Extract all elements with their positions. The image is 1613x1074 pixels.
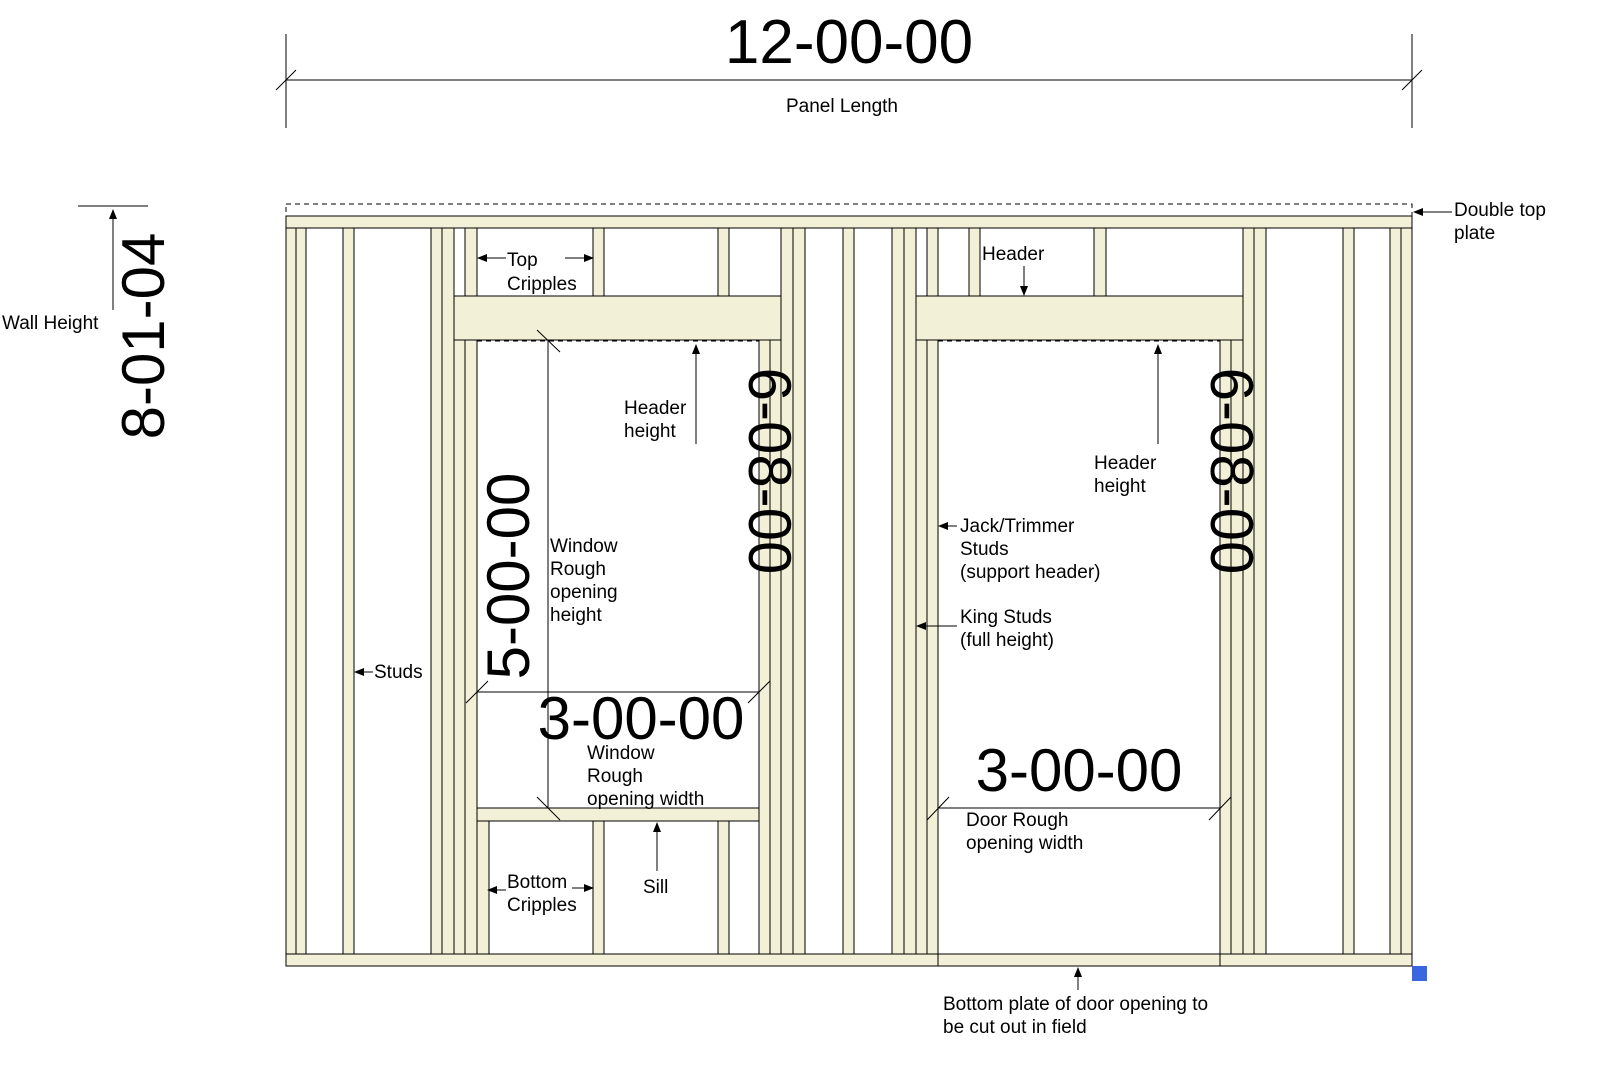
bottom-cripple [717,820,730,955]
king-stud [1242,227,1255,955]
door-header [915,295,1244,341]
bottom-cripples-label-1: Bottom [507,872,567,893]
window-rough-width-label-1: Window [587,743,655,764]
door-rough-width-label-1: Door Rough [966,810,1068,831]
jack-stud [915,339,928,955]
wall-frame [285,203,1413,967]
openings [453,295,1244,966]
king-studs-label-2: (full height) [960,630,1054,651]
bottom-plate-cut-label-2: be cut out in field [943,1017,1087,1038]
jack-studs-label-2: Studs [960,539,1009,560]
bottom-cripple [476,820,490,955]
king-stud [792,227,806,955]
double-top-plate [285,203,1413,217]
door-rough-width-value: 3-00-00 [976,737,1183,804]
window-rough-height-label-1: Window [550,536,618,557]
jack-studs-label-3: (support header) [960,562,1100,583]
window-rough-height-label-4: height [550,605,602,626]
door-header-height-value: 6-08-00 [1198,368,1265,575]
top-cripples-label-1: Top [507,250,538,271]
top-cripples-label-2: Cripples [507,274,577,295]
window-rough-height-label-3: opening [550,582,618,603]
bottom-cripples-label-2: Cripples [507,895,577,916]
end-stud [295,227,307,955]
header-label: Header [982,244,1045,265]
window-header-height-label-1: Header [624,398,687,419]
door-rough-width-label-2: opening width [966,833,1083,854]
common-stud [342,227,355,955]
selection-grip[interactable] [1412,966,1427,981]
king-stud [430,227,443,955]
king-stud [903,227,917,955]
wall-height-dimension: 8-01-04 Wall Height [2,205,177,440]
door-header-height-label-1: Header [1094,453,1157,474]
king-stud [780,227,794,955]
window-sill [476,807,760,822]
top-cripple [1093,227,1107,297]
panel-length-value: 12-00-00 [725,8,973,77]
double-top-plate-label-1: Double top [1454,200,1546,221]
jack-stud [926,339,939,955]
top-cripple [464,227,478,297]
bottom-plate [285,953,1413,967]
king-studs-label-1: King Studs [960,607,1052,628]
wall-height-label: Wall Height [2,313,99,334]
window-rough-width-label-2: Rough [587,766,643,787]
top-cripple [592,227,605,297]
king-stud [441,227,455,955]
window-header-height-value: 6-08-00 [736,368,803,575]
top-cripple [926,227,939,297]
window-rough-width-value: 3-00-00 [538,685,745,752]
window-header-height-label-2: height [624,421,676,442]
top-plate [285,215,1413,229]
window-rough-height-label-2: Rough [550,559,606,580]
sill-label: Sill [643,877,668,898]
window-rough-width-label-3: opening width [587,789,704,810]
top-cripple [968,227,981,297]
callout-leaders [354,208,1452,990]
end-stud [285,227,297,955]
opening-dimensions [465,329,1232,821]
king-stud [891,227,905,955]
wall-height-value: 8-01-04 [110,233,177,440]
king-stud [1253,227,1267,955]
top-cripple [717,227,730,297]
end-stud [1400,227,1413,955]
window-rough-height-value: 5-00-00 [475,473,542,680]
callout-texts: Double top plate Top Cripples Header Hea… [374,200,1546,1038]
common-stud [1342,227,1355,955]
window-header [453,295,782,341]
end-stud [1389,227,1402,955]
jack-stud [453,339,466,955]
common-stud [842,227,855,955]
studs-label: Studs [374,662,423,683]
double-top-plate-label-2: plate [1454,223,1495,244]
door-header-height-label-2: height [1094,476,1146,497]
panel-length-dimension: 12-00-00 Panel Length [275,8,1423,128]
jack-studs-label-1: Jack/Trimmer [960,516,1075,537]
bottom-cripple [592,820,605,955]
panel-length-label: Panel Length [786,96,898,117]
bottom-plate-cut-label-1: Bottom plate of door opening to [943,994,1208,1015]
